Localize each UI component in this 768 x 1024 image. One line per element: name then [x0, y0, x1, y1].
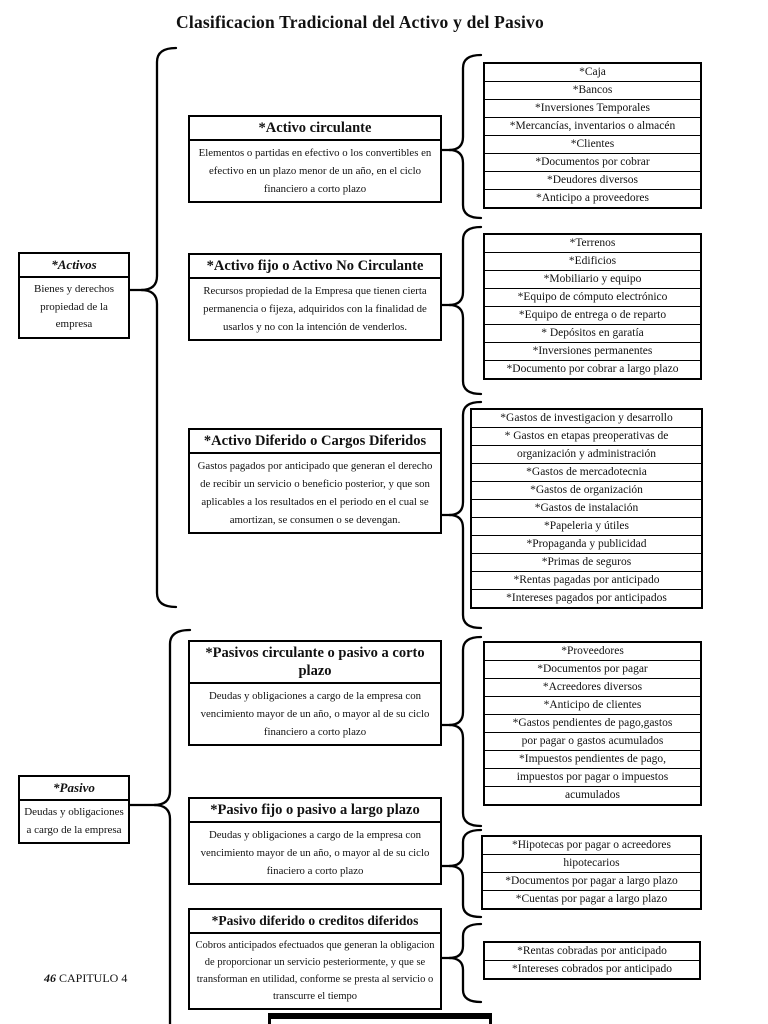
list-item: *Gastos de mercadotecnia [472, 463, 701, 481]
category-box-pasivo-fijo: *Pasivo fijo o pasivo a largo plazo Deud… [188, 797, 442, 885]
category-desc: Cobros anticipados efectuados que genera… [195, 940, 435, 1002]
list-item: *Deudores diversos [485, 171, 700, 189]
list-item: *Intereses pagados por anticipados [472, 589, 701, 607]
list-item: *Impuestos pendientes de pago, [485, 750, 700, 768]
list-item: *Rentas pagadas por anticipado [472, 571, 701, 589]
footer-page-number: 46 [44, 971, 56, 985]
list-pasivo-diferido: *Rentas cobradas por anticipado *Interes… [483, 941, 701, 980]
category-box-activo-fijo: *Activo fijo o Activo No Circulante Recu… [188, 253, 442, 341]
footer-chapter: CAPITULO 4 [56, 971, 128, 985]
list-item: *Inversiones Temporales [485, 99, 700, 117]
list-item: *Hipotecas por pagar o acreedores [511, 839, 671, 851]
root-box-activos: *Activos Bienes y derechos propiedad de … [18, 252, 130, 339]
list-item: *Gastos de investigacion y desarrollo [500, 412, 673, 424]
category-desc: Gastos pagados por anticipado que genera… [197, 460, 433, 526]
list-activo-fijo: *Terrenos *Edificios *Mobiliario y equip… [483, 233, 702, 380]
list-item: *Clientes [485, 135, 700, 153]
category-title: *Pasivo fijo o pasivo a largo plazo [190, 799, 440, 823]
list-item: *Primas de seguros [472, 553, 701, 571]
list-activo-circulante: *Caja *Bancos *Inversiones Temporales *M… [483, 62, 702, 209]
list-item: *Inversiones permanentes [485, 342, 700, 360]
list-item: *Caja [579, 66, 606, 78]
list-item: *Terrenos [569, 237, 616, 249]
list-item: *Equipo de entrega o de reparto [485, 306, 700, 324]
list-activo-diferido: *Gastos de investigacion y desarrollo * … [470, 408, 703, 609]
category-title: *Pasivos circulante o pasivo a corto pla… [190, 642, 440, 684]
list-item: *Equipo de cómputo electrónico [485, 288, 700, 306]
brace-pasivo-circulante [448, 635, 483, 828]
category-title: *Activo fijo o Activo No Circulante [190, 255, 440, 279]
category-desc: Recursos propiedad de la Empresa que tie… [203, 285, 427, 333]
list-item: *Documentos por pagar a largo plazo [483, 872, 700, 890]
brace-pasivo-diferido [448, 922, 483, 1004]
brace-activo-circulante [448, 53, 483, 220]
root-activos-desc: Bienes y derechos propiedad de la empres… [33, 283, 115, 330]
list-item: impuestos por pagar o impuestos [485, 768, 700, 786]
brace-activo-fijo [448, 225, 483, 396]
list-item: *Documentos por cobrar [485, 153, 700, 171]
list-item: *Gastos de organización [472, 481, 701, 499]
list-pasivo-fijo: *Hipotecas por pagar o acreedores hipote… [481, 835, 702, 910]
list-item: *Intereses cobrados por anticipado [485, 960, 699, 978]
list-item: *Cuentas por pagar a largo plazo [483, 890, 700, 908]
list-item: *Propaganda y publicidad [472, 535, 701, 553]
list-pasivo-circulante: *Proveedores *Documentos por pagar *Acre… [483, 641, 702, 806]
list-item: acumulados [485, 786, 700, 804]
list-item: *Papeleria y útiles [472, 517, 701, 535]
root-pasivo-title: *Pasivo [20, 777, 128, 801]
list-item: *Mercancías, inventarios o almacén [485, 117, 700, 135]
list-item: * Depósitos en garatía [485, 324, 700, 342]
page-footer: 46 CAPITULO 4 [44, 971, 127, 986]
category-desc: Deudas y obligaciones a cargo de la empr… [200, 829, 430, 877]
category-desc: Deudas y obligaciones a cargo de la empr… [200, 690, 430, 738]
list-item: *Bancos [485, 81, 700, 99]
list-item: organización y administración [472, 445, 701, 463]
category-box-pasivo-diferido: *Pasivo diferido o creditos diferidos Co… [188, 908, 442, 1010]
category-box-activo-diferido: *Activo Diferido o Cargos Diferidos Gast… [188, 428, 442, 534]
root-activos-title: *Activos [20, 254, 128, 278]
list-item: *Documentos por pagar [485, 660, 700, 678]
list-item: *Anticipo a proveedores [485, 189, 700, 207]
list-item: *Anticipo de clientes [485, 696, 700, 714]
list-item: *Gastos de instalación [472, 499, 701, 517]
page-title: Clasificacion Tradicional del Activo y d… [176, 12, 544, 32]
list-item: *Edificios [485, 252, 700, 270]
category-desc: Elementos o partidas en efectivo o los c… [198, 147, 432, 195]
category-box-activo-circulante: *Activo circulante Elementos o partidas … [188, 115, 442, 203]
brace-activos [140, 46, 178, 609]
list-item: * Gastos en etapas preoperativas de [472, 427, 701, 445]
list-item: *Rentas cobradas por anticipado [517, 945, 667, 957]
list-item: hipotecarios [483, 854, 700, 872]
list-item: *Proveedores [561, 645, 624, 657]
root-box-pasivo: *Pasivo Deudas y obligaciones a cargo de… [18, 775, 130, 844]
category-box-pasivo-circulante: *Pasivos circulante o pasivo a corto pla… [188, 640, 442, 746]
list-item: por pagar o gastos acumulados [485, 732, 700, 750]
category-title: *Activo circulante [190, 117, 440, 141]
list-item: *Acreedores diversos [485, 678, 700, 696]
brace-pasivo-fijo [448, 828, 483, 919]
cutoff-next-box [268, 1013, 492, 1024]
list-item: *Gastos pendientes de pago,gastos [485, 714, 700, 732]
category-title: *Activo Diferido o Cargos Diferidos [190, 430, 440, 454]
root-pasivo-desc: Deudas y obligaciones a cargo de la empr… [24, 806, 124, 836]
brace-pasivo [153, 628, 192, 1024]
category-title: *Pasivo diferido o creditos diferidos [190, 910, 440, 934]
list-item: *Documento por cobrar a largo plazo [485, 360, 700, 378]
list-item: *Mobiliario y equipo [485, 270, 700, 288]
